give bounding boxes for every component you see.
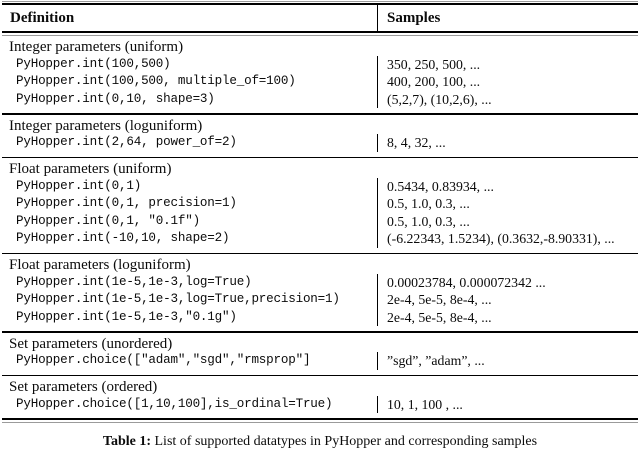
samples-value: 2e-4, 5e-5, 8e-4, ... xyxy=(377,308,638,326)
section-rows: PyHopper.choice(["adam","sgd","rmsprop"]… xyxy=(2,352,638,375)
caption-text: List of supported datatypes in PyHopper … xyxy=(154,434,538,449)
rule-line xyxy=(2,418,638,420)
rule-line xyxy=(2,422,638,423)
samples-value: 0.5, 1.0, 0.3, ... xyxy=(377,195,638,213)
section-title: Set parameters (unordered) xyxy=(9,335,173,352)
samples-value: (-6.22343, 1.5234), (0.3632,-8.90331), .… xyxy=(377,230,638,248)
table-bottom-rule xyxy=(2,418,638,423)
rule-line xyxy=(2,1,638,2)
definition-code: PyHopper.choice(["adam","sgd","rmsprop"] xyxy=(16,353,311,367)
definition-code: PyHopper.int(-10,10, shape=2) xyxy=(16,231,230,245)
section-rows: PyHopper.choice([1,10,100],is_ordinal=Tr… xyxy=(2,395,638,419)
column-header-samples: Samples xyxy=(377,5,638,31)
section-rows: PyHopper.int(0,1)0.5434, 0.83934, ...PyH… xyxy=(2,177,638,253)
table-row: PyHopper.int(1e-5,1e-3,log=True,precisio… xyxy=(2,291,638,309)
section-rows: PyHopper.int(2,64, power_of=2) 8, 4, 32, … xyxy=(2,134,638,157)
definition-code: PyHopper.int(0,10, shape=3) xyxy=(16,91,215,106)
table-row: PyHopper.int(1e-5,1e-3,"0.1g") 2e-4, 5e-5… xyxy=(2,308,638,326)
definition-code: PyHopper.int(1e-5,1e-3,log=True) xyxy=(16,274,252,289)
caption-label: Table 1: xyxy=(102,434,151,449)
definition-code: PyHopper.int(0,1) xyxy=(16,178,142,193)
table-header-row: Definition Samples xyxy=(2,5,638,31)
table-caption: Table 1: List of supported datatypes in … xyxy=(0,433,640,451)
section-divider-rule xyxy=(2,252,638,254)
section-divider-rule xyxy=(2,156,638,158)
section-title: Float parameters (uniform) xyxy=(9,161,172,177)
section-divider-rule xyxy=(2,331,638,333)
definition-code: PyHopper.int(1e-5,1e-3,log=True,precisio… xyxy=(16,292,340,306)
table-row: PyHopper.int(0,1, "0.1f") 0.5, 1.0, 0.3, … xyxy=(2,212,638,230)
table-row: PyHopper.int(-10,10, shape=2) (-6.22343, … xyxy=(2,230,638,248)
table-row: PyHopper.int(0,1, precision=1) 0.5, 1.0, … xyxy=(2,195,638,213)
datatypes-table: Definition Samples Integer parameters (u… xyxy=(2,1,638,423)
rule-line xyxy=(2,35,638,36)
definition-code: PyHopper.int(1e-5,1e-3,"0.1g") xyxy=(16,309,237,324)
definition-code: PyHopper.int(0,1, precision=1) xyxy=(16,196,237,210)
samples-value: 0.00023784, 0.000072342 ... xyxy=(377,273,638,291)
table-row: PyHopper.choice([1,10,100],is_ordinal=Tr… xyxy=(2,395,638,413)
section-rows: PyHopper.int(100,500)350, 250, 500, ...P… xyxy=(2,55,638,114)
table-row: PyHopper.int(100,500, multiple_of=100) 40… xyxy=(2,73,638,91)
table-row: PyHopper.int(100,500) 350, 250, 500, ... xyxy=(2,55,638,73)
section-divider-rule xyxy=(2,374,638,376)
table-row: PyHopper.int(0,10, shape=3) (5,2,7), (10,… xyxy=(2,90,638,108)
section-rows: PyHopper.int(1e-5,1e-3,log=True) 0.000237… xyxy=(2,273,638,332)
section-title: Float parameters (loguniform) xyxy=(9,257,191,273)
section-title: Integer parameters (loguniform) xyxy=(9,117,203,134)
column-header-definition: Definition xyxy=(10,9,75,26)
table-top-rule xyxy=(2,1,638,5)
samples-value: 400, 200, 100, ... xyxy=(377,73,638,91)
table-row: PyHopper.int(1e-5,1e-3,log=True) 0.000237… xyxy=(2,273,638,291)
section-title: Set parameters (ordered) xyxy=(9,379,158,395)
table-row: PyHopper.int(2,64, power_of=2) 8, 4, 32, … xyxy=(2,134,638,152)
table-row: PyHopper.choice(["adam","sgd","rmsprop"]… xyxy=(2,352,638,370)
definition-code: PyHopper.int(100,500) xyxy=(16,56,171,71)
definition-code: PyHopper.int(100,500, multiple_of=100) xyxy=(16,74,296,88)
rule-line xyxy=(2,31,638,33)
rule-line xyxy=(2,3,638,5)
definition-code: PyHopper.int(0,1, "0.1f") xyxy=(16,213,200,228)
section-title: Integer parameters (uniform) xyxy=(9,39,184,55)
samples-value: 10, 1, 100 , ... xyxy=(377,395,638,413)
samples-value: 2e-4, 5e-5, 8e-4, ... xyxy=(377,291,638,309)
table-row: PyHopper.int(0,1) 0.5434, 0.83934, ... xyxy=(2,177,638,195)
definition-code: PyHopper.int(2,64, power_of=2) xyxy=(16,135,237,149)
section-divider-rule xyxy=(2,113,638,115)
samples-value: 8, 4, 32, ... xyxy=(377,134,638,152)
samples-value: ”sgd”, ”adam”, ... xyxy=(377,352,638,370)
samples-value: (5,2,7), (10,2,6), ... xyxy=(377,90,638,108)
samples-value: 0.5434, 0.83934, ... xyxy=(377,177,638,195)
samples-value: 350, 250, 500, ... xyxy=(377,55,638,73)
table-body: Integer parameters (uniform)PyHopper.int… xyxy=(2,36,638,418)
definition-code: PyHopper.choice([1,10,100],is_ordinal=Tr… xyxy=(16,396,333,411)
samples-value: 0.5, 1.0, 0.3, ... xyxy=(377,212,638,230)
header-bottom-rule xyxy=(2,31,638,36)
